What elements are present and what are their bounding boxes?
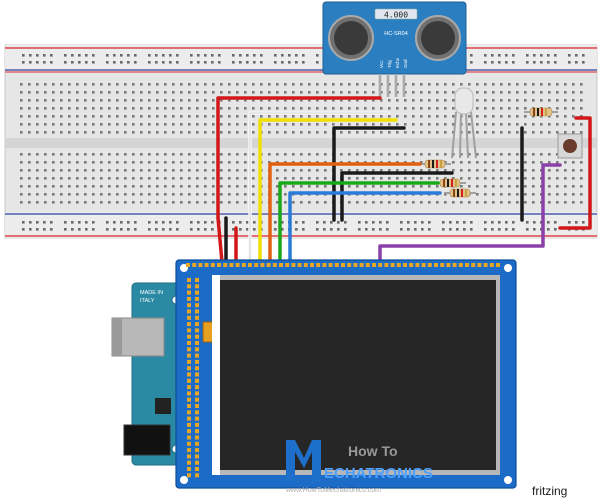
wire-orange <box>268 162 422 264</box>
sensor-model-label: HC-SR04 <box>384 31 408 37</box>
sensor-pin-gnd: Gnd <box>403 59 408 68</box>
wire-blue <box>288 191 442 264</box>
sensor-pin-trig: Trig <box>387 60 392 68</box>
wires <box>216 96 592 264</box>
wire-red-vcc <box>216 96 382 264</box>
wire-green <box>278 181 440 264</box>
tft-header-left <box>187 278 199 478</box>
breadboard <box>4 44 598 239</box>
tft-screen <box>220 280 496 470</box>
header-connector <box>202 321 214 343</box>
watermark-line2: ECHATRONICS <box>324 465 433 482</box>
sensor-pin-echo: Echo <box>395 57 400 68</box>
power-jack <box>123 424 171 456</box>
sensor-pin-legs <box>378 74 406 97</box>
sensor-display-value: 4.000 <box>384 11 408 20</box>
resistors <box>419 107 558 198</box>
watermark-line1: How To <box>348 443 398 459</box>
wire-black-2 <box>340 171 454 222</box>
italy-text: ITALY <box>140 298 155 304</box>
tft-header-top <box>186 263 500 267</box>
watermark: How To ECHATRONICS www.HowToMechatronics… <box>285 440 433 494</box>
wire-white-outline <box>249 112 389 263</box>
watermark-url: www.HowToMechatronics.com <box>285 487 381 494</box>
push-button <box>557 133 583 159</box>
wire-black-gnd <box>332 126 406 222</box>
fritzing-credit: fritzing <box>532 484 567 498</box>
wire-yellow <box>258 118 398 264</box>
rgb-led <box>451 87 477 159</box>
wire-purple <box>378 163 562 264</box>
wire-red-right <box>558 116 592 230</box>
watermark-logo-icon <box>286 440 321 482</box>
made-in-text: MADE IN <box>140 290 163 296</box>
tft-shield <box>175 259 517 489</box>
sensor-pin-vcc: Vcc <box>379 60 384 68</box>
ultrasonic-sensor: 4.000 HC-SR04 Vcc Trig Echo Gnd <box>322 1 467 97</box>
